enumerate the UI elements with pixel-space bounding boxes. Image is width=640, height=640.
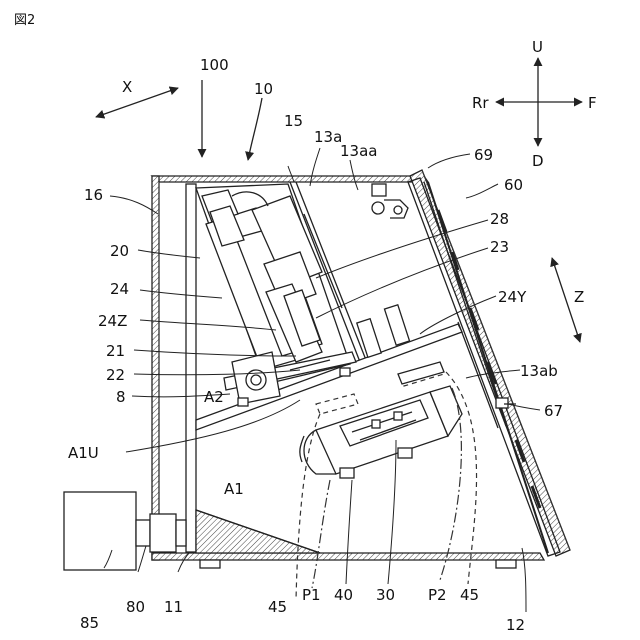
dir-front-label: F (588, 94, 597, 112)
label-13aa: 13aa (340, 142, 377, 160)
label-28: 28 (490, 210, 509, 228)
label-20: 20 (110, 242, 129, 260)
label-21: 21 (106, 342, 125, 360)
label-11: 11 (164, 598, 183, 616)
label-45-left: 45 (268, 598, 287, 616)
label-40: 40 (334, 586, 353, 604)
arrow-10 (248, 98, 262, 160)
path-p1 (312, 480, 330, 588)
label-22: 22 (106, 366, 125, 384)
label-A2: A2 (204, 388, 224, 406)
label-80: 80 (126, 598, 145, 616)
x-axis-arrow: X (96, 78, 178, 117)
label-10: 10 (254, 80, 273, 98)
label-P2: P2 (428, 586, 447, 604)
label-45-right: 45 (460, 586, 479, 604)
label-100: 100 (200, 56, 229, 74)
dir-rear-label: Rr (472, 94, 489, 112)
label-8: 8 (116, 388, 126, 406)
dir-down-label: D (532, 152, 544, 170)
label-24: 24 (110, 280, 129, 298)
label-13a: 13a (314, 128, 342, 146)
label-15: 15 (284, 112, 303, 130)
label-23: 23 (490, 238, 509, 256)
label-24Z: 24Z (98, 312, 127, 330)
label-24Y: 24Y (498, 288, 527, 306)
label-12: 12 (506, 616, 525, 634)
label-P1: P1 (302, 586, 321, 604)
label-67: 67 (544, 402, 563, 420)
label-13ab: 13ab (520, 362, 558, 380)
x-axis-label: X (122, 78, 132, 96)
z-axis-arrow: Z (552, 258, 584, 342)
label-69: 69 (474, 146, 493, 164)
bottom-ramp (196, 510, 320, 553)
label-30: 30 (376, 586, 395, 604)
z-axis-label: Z (574, 288, 584, 306)
dir-up-label: U (532, 38, 543, 56)
label-A1U: A1U (68, 444, 99, 462)
label-16: 16 (84, 186, 103, 204)
label-60: 60 (504, 176, 523, 194)
label-A1: A1 (224, 480, 244, 498)
path-45-left (296, 414, 320, 600)
figure-title: 図2 (14, 13, 35, 28)
label-85: 85 (80, 614, 99, 632)
